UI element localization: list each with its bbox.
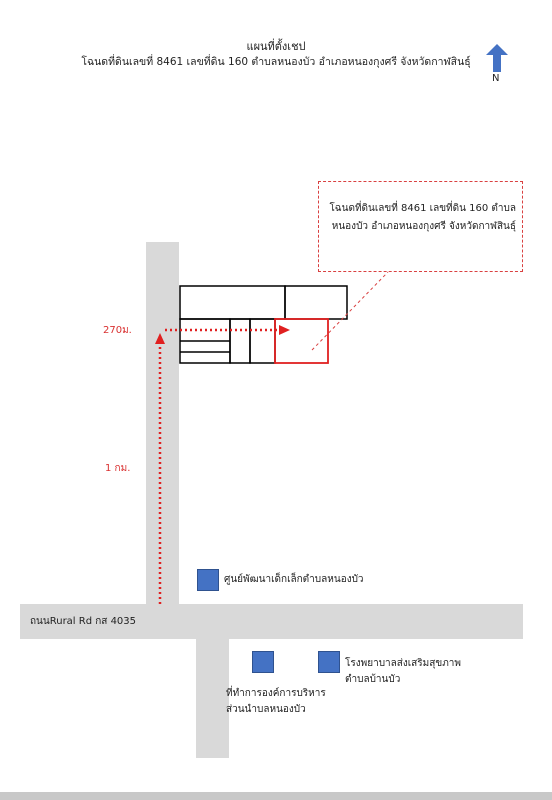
route-up-arrow (155, 333, 165, 344)
page-bottom-bar (0, 792, 552, 800)
parcel-callout-box (318, 181, 523, 272)
neighbor-parcels (179, 285, 348, 364)
north-arrow-icon (486, 44, 508, 72)
north-label: N (492, 73, 500, 84)
distance-label-long: 1 กม. (105, 463, 131, 474)
childcare-label: ศูนย์พัฒนาเด็กเล็กตำบลหนองบัว (224, 574, 364, 585)
route-right-arrow (279, 325, 290, 335)
distance-label-short: 270ม. (103, 325, 132, 336)
callout-line-2: หนองบัว อำเภอหนองกุงศรี จังหวัดกาฬสินธุ์ (331, 221, 516, 232)
callout-line-1: โฉนดที่ดินเลขที่ 8461 เลขที่ดิน 160 ตำบล (329, 203, 516, 214)
tao-office-label: ที่ทำการองค์การบริหาร ส่วนนำบลหนองบัว (226, 686, 326, 718)
parcel-callout-text: โฉนดที่ดินเลขที่ 8461 เลขที่ดิน 160 ตำบล… (326, 200, 516, 236)
hospital-label-line-1: โรงพยาบาลส่งเสริมสุขภาพ (345, 658, 461, 669)
road-vertical-lower (196, 637, 229, 758)
tao-office-label-line-2: ส่วนนำบลหนองบัว (226, 704, 306, 715)
hospital-label-line-2: ตำบลบ้านบัว (345, 674, 401, 685)
target-parcel (274, 318, 329, 364)
map-subtitle: โฉนดที่ดินเลขที่ 8461 เลขที่ดิน 160 ตำบล… (81, 56, 471, 68)
childcare-marker-icon (197, 569, 219, 591)
hospital-marker-icon (318, 651, 340, 673)
hospital-label: โรงพยาบาลส่งเสริมสุขภาพ ตำบลบ้านบัว (345, 656, 461, 688)
tao-office-label-line-1: ที่ทำการองค์การบริหาร (226, 688, 326, 699)
callout-leader-line (311, 271, 389, 351)
tao-office-marker-icon (252, 651, 274, 673)
map-title: แผนที่ตั้งเชป (246, 40, 306, 53)
road-horizontal (20, 604, 523, 639)
road-label: ถนนRural Rd กส 4035 (30, 616, 137, 627)
road-vertical-main (146, 242, 179, 606)
